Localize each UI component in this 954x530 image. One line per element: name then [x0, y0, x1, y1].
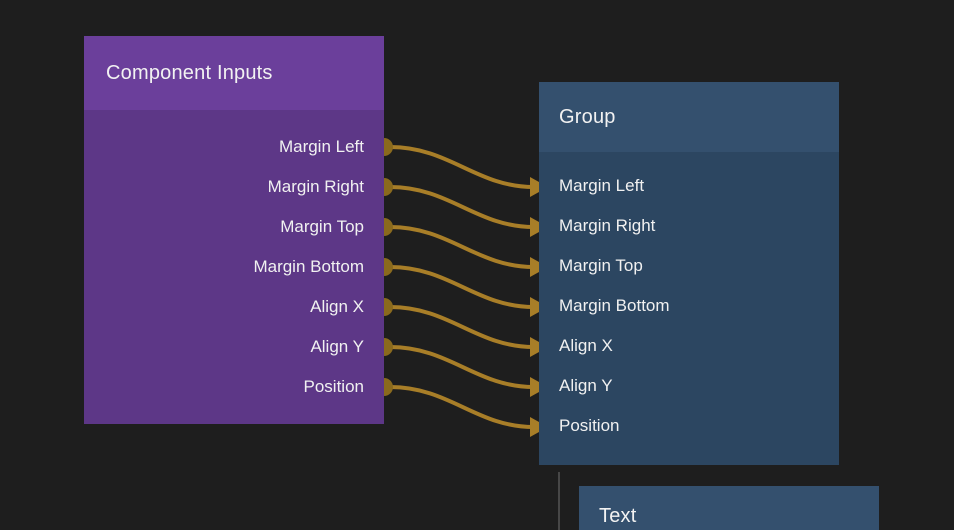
output-port-label-align-y: Align Y	[310, 337, 364, 356]
edge-margin-left	[389, 145, 535, 189]
node-component-inputs-header[interactable]: Component Inputs	[84, 36, 384, 110]
input-port-label-margin-bottom: Margin Bottom	[559, 296, 670, 315]
output-port-label-position: Position	[303, 377, 364, 396]
edge-margin-bottom	[389, 265, 535, 309]
input-port-label-margin-right: Margin Right	[559, 216, 656, 235]
edge-align-y	[389, 345, 535, 389]
input-port-label-position: Position	[559, 416, 620, 435]
node-text-header[interactable]: Text	[579, 486, 879, 530]
output-port-row-margin-right[interactable]: Margin Right	[84, 167, 384, 207]
node-group[interactable]: Group Margin Left Margin Right Margin To…	[539, 82, 839, 465]
edge-margin-top	[389, 225, 535, 269]
node-group-body: Margin Left Margin Right Margin Top Marg…	[539, 152, 839, 446]
input-port-row-margin-top[interactable]: Margin Top	[539, 246, 839, 286]
node-text[interactable]: Text	[579, 486, 879, 530]
output-port-row-align-y[interactable]: Align Y	[84, 327, 384, 367]
output-port-label-align-x: Align X	[310, 297, 364, 316]
output-port-label-margin-left: Margin Left	[278, 137, 364, 156]
edge-align-x	[389, 305, 535, 349]
output-port-row-align-x[interactable]: Align X	[84, 287, 384, 327]
edge-position	[389, 385, 535, 429]
node-text-title: Text	[599, 504, 637, 527]
input-port-label-align-y: Align Y	[559, 376, 613, 395]
input-port-row-margin-bottom[interactable]: Margin Bottom	[539, 286, 839, 326]
input-port-label-align-x: Align X	[559, 336, 613, 355]
input-port-row-align-y[interactable]: Align Y	[539, 366, 839, 406]
output-port-row-margin-left[interactable]: Margin Left	[84, 127, 384, 167]
input-port-row-position[interactable]: Position	[539, 406, 839, 446]
input-port-row-margin-left[interactable]: Margin Left	[539, 166, 839, 206]
input-port-label-margin-top: Margin Top	[559, 256, 643, 275]
output-port-label-margin-bottom: Margin Bottom	[253, 257, 364, 276]
output-port-row-margin-top[interactable]: Margin Top	[84, 207, 384, 247]
node-component-inputs[interactable]: Component Inputs Margin Left Margin Righ…	[84, 36, 384, 424]
input-port-row-align-x[interactable]: Align X	[539, 326, 839, 366]
output-port-label-margin-right: Margin Right	[267, 177, 364, 196]
hierarchy-guide-line	[558, 472, 560, 530]
output-port-row-position[interactable]: Position	[84, 367, 384, 407]
input-port-row-margin-right[interactable]: Margin Right	[539, 206, 839, 246]
input-port-label-margin-left: Margin Left	[559, 176, 645, 195]
node-group-title: Group	[559, 105, 616, 128]
output-port-row-margin-bottom[interactable]: Margin Bottom	[84, 247, 384, 287]
node-group-header[interactable]: Group	[539, 82, 839, 152]
output-port-label-margin-top: Margin Top	[280, 217, 364, 236]
node-component-inputs-title: Component Inputs	[106, 61, 273, 84]
node-component-inputs-body: Margin Left Margin Right Margin Top Marg…	[84, 110, 384, 407]
edge-margin-right	[389, 185, 535, 229]
